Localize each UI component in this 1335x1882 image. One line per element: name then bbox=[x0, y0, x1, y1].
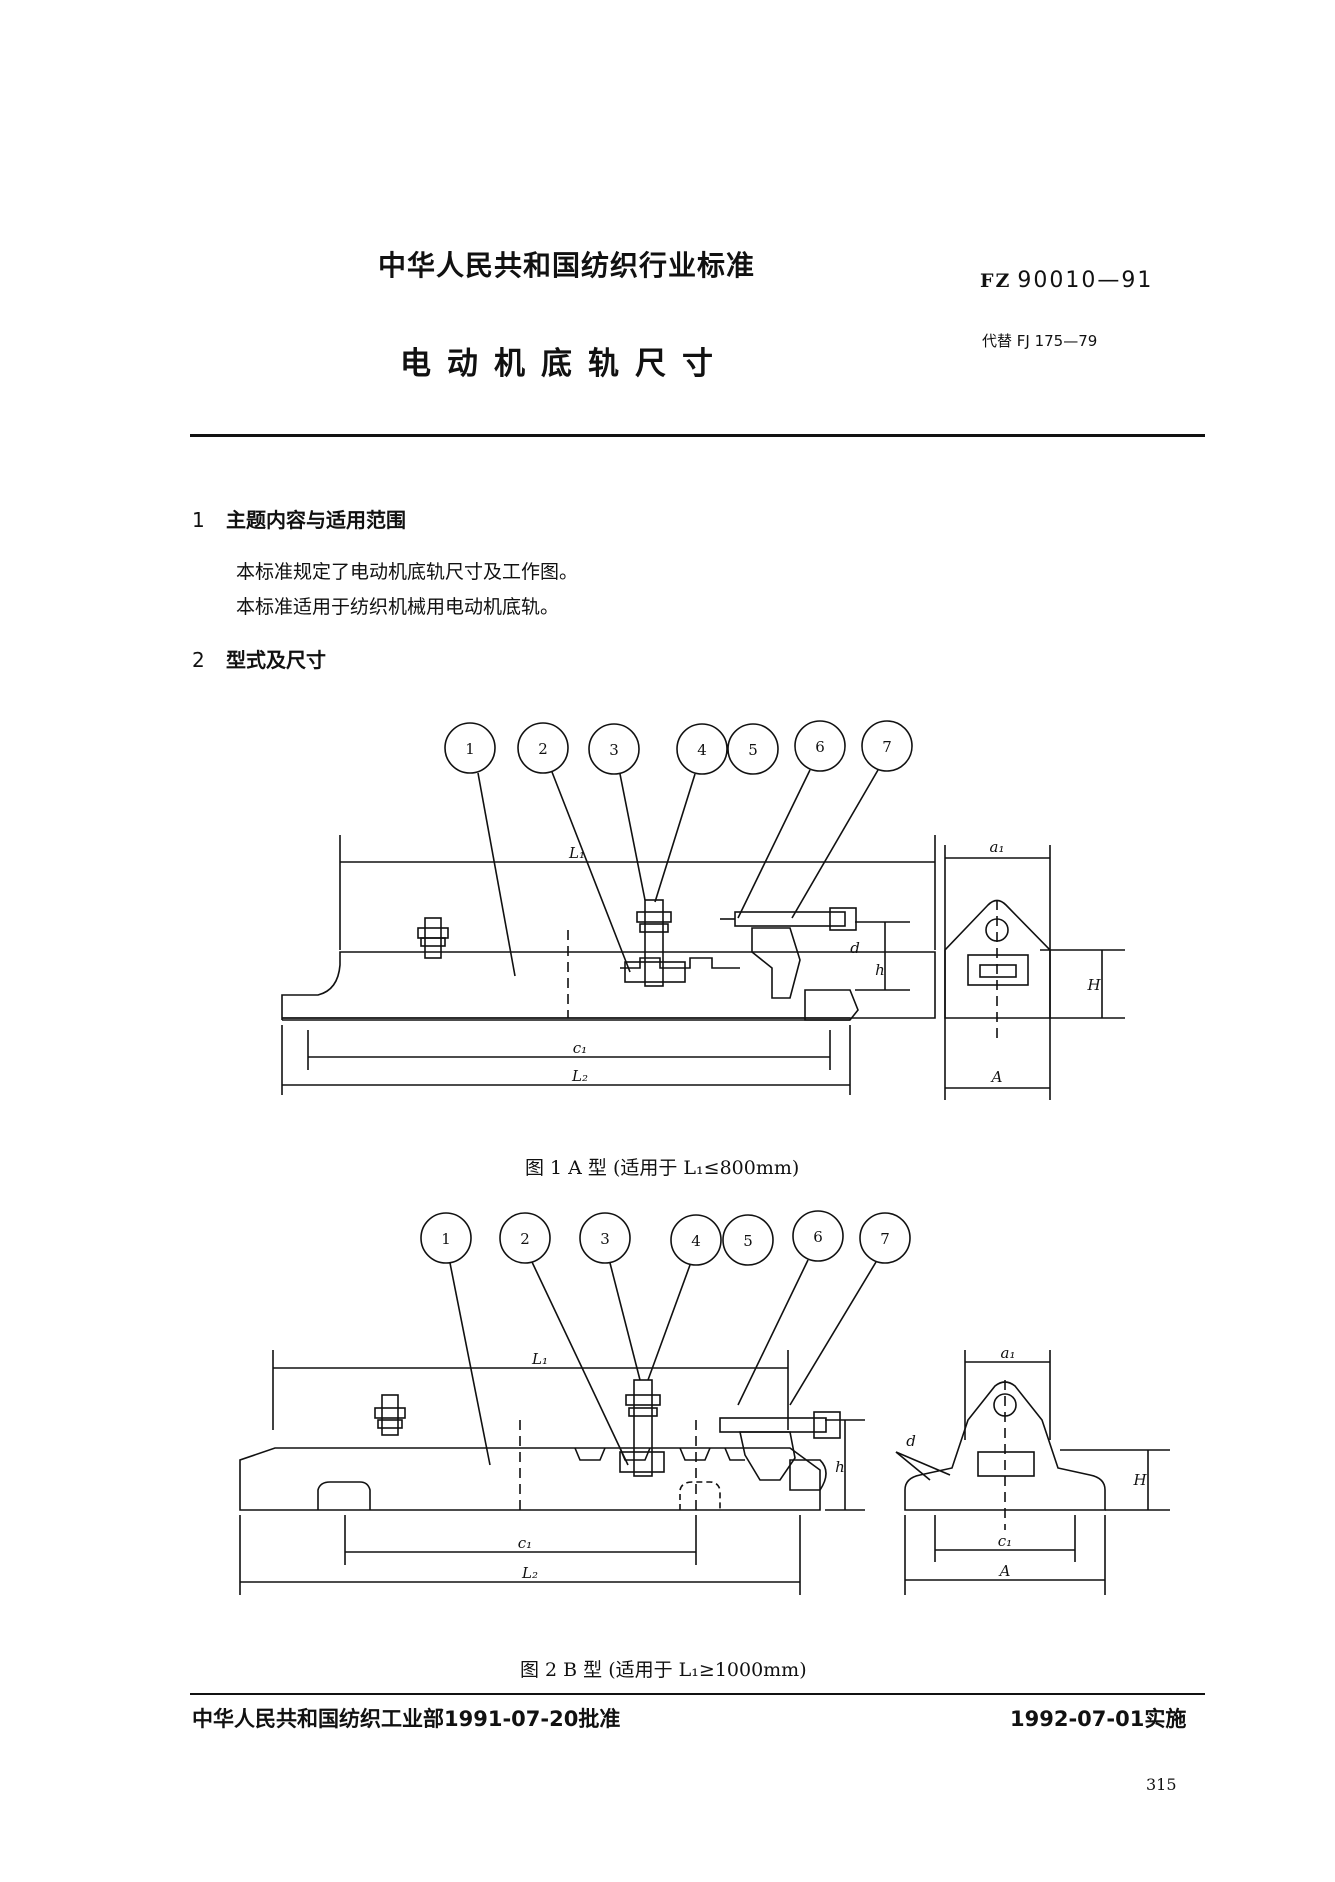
end-view-profile bbox=[944, 899, 1051, 1019]
footer-rule bbox=[190, 1693, 1205, 1695]
callout-7: 7 bbox=[880, 1230, 890, 1248]
section-2-title: 型式及尺寸 bbox=[226, 648, 326, 672]
callout-5: 5 bbox=[743, 1232, 753, 1250]
rail-side-profile bbox=[239, 1447, 821, 1511]
dim-A: A bbox=[990, 1068, 1003, 1086]
standard-code-number: 90010—91 bbox=[1017, 268, 1154, 293]
clamp-piece bbox=[739, 1431, 796, 1481]
callout-7: 7 bbox=[882, 738, 892, 756]
callout-circle-2 bbox=[499, 1212, 551, 1264]
dim-H: H bbox=[1132, 1471, 1147, 1489]
callout-circle-4 bbox=[676, 723, 728, 775]
clamp-piece bbox=[751, 927, 801, 999]
dim-d: d bbox=[906, 1432, 916, 1450]
dim-c1: c₁ bbox=[573, 1039, 587, 1057]
dim-h: h bbox=[835, 1458, 845, 1476]
dim-L2: L₂ bbox=[521, 1564, 538, 1582]
rail-foot bbox=[789, 1459, 827, 1491]
approval-note: 中华人民共和国纺织工业部1991-07-20批准 bbox=[192, 1707, 621, 1731]
dim-c1-end: c₁ bbox=[998, 1532, 1012, 1550]
leader-4 bbox=[647, 1264, 691, 1381]
paragraph-1: 本标准规定了电动机底轨尺寸及工作图。 bbox=[236, 561, 579, 583]
leader-1 bbox=[477, 772, 516, 977]
dim-L1: L₁ bbox=[531, 1350, 548, 1368]
figure-1-drawing: 1 2 3 4 5 6 7 L₁ c₁ L₂ d h a₁ H A bbox=[281, 720, 1125, 1100]
issuing-organization: 中华人民共和国纺织行业标准 bbox=[378, 249, 756, 282]
leader-7 bbox=[791, 769, 879, 919]
implementation-date: 1992-07-01实施 bbox=[1010, 1707, 1187, 1731]
dim-a1: a₁ bbox=[1001, 1344, 1016, 1362]
callout-1: 1 bbox=[465, 740, 475, 758]
callout-1: 1 bbox=[441, 1230, 451, 1248]
leader-7 bbox=[789, 1261, 877, 1406]
figure-1-caption: 图 1 A 型 (适用于 L₁≤800mm) bbox=[525, 1157, 800, 1179]
callout-6: 6 bbox=[813, 1228, 823, 1246]
document-title: 电动机底轨尺寸 bbox=[400, 346, 729, 382]
header-rule bbox=[190, 434, 1205, 437]
dim-L1: L₁ bbox=[568, 844, 585, 862]
callout-circle-3 bbox=[588, 723, 640, 775]
callout-2: 2 bbox=[520, 1230, 530, 1248]
leader-1 bbox=[449, 1262, 491, 1466]
section-2-heading: 2 型式及尺寸 bbox=[192, 644, 326, 673]
rail-foot bbox=[804, 989, 859, 1021]
callout-circle-5 bbox=[727, 723, 779, 775]
leader-2 bbox=[551, 771, 631, 973]
end-view-profile bbox=[904, 1381, 1106, 1511]
section-1-heading: 1 主题内容与适用范围 bbox=[192, 504, 406, 533]
leader-6 bbox=[737, 769, 811, 919]
leader-4 bbox=[654, 773, 696, 903]
dim-a1: a₁ bbox=[990, 838, 1005, 856]
rail-side-profile bbox=[281, 951, 936, 1020]
leader-6 bbox=[737, 1259, 809, 1406]
callout-circle-1 bbox=[420, 1212, 472, 1264]
callout-circle-5 bbox=[722, 1214, 774, 1266]
figure-2-drawing: 1 2 3 4 5 6 7 L₁ c₁ L₂ h a₁ d H c₁ A bbox=[239, 1210, 1170, 1595]
callout-5: 5 bbox=[748, 741, 758, 759]
callout-circle-6 bbox=[794, 720, 846, 772]
callout-circle-1 bbox=[444, 722, 496, 774]
callout-circle-7 bbox=[859, 1212, 911, 1264]
dim-L2: L₂ bbox=[571, 1067, 588, 1085]
callout-4: 4 bbox=[691, 1232, 701, 1250]
callout-circle-4 bbox=[670, 1214, 722, 1266]
callout-3: 3 bbox=[609, 741, 619, 759]
section-1-title: 主题内容与适用范围 bbox=[226, 508, 406, 532]
leader-3 bbox=[609, 1262, 641, 1381]
dim-c1: c₁ bbox=[518, 1534, 532, 1552]
standard-code-prefix: FZ bbox=[980, 270, 1012, 292]
callout-circle-3 bbox=[579, 1212, 631, 1264]
callout-circle-2 bbox=[517, 722, 569, 774]
callout-4: 4 bbox=[697, 741, 707, 759]
callout-circle-7 bbox=[861, 720, 913, 772]
section-1-number: 1 bbox=[192, 508, 205, 532]
dim-h: h bbox=[875, 961, 885, 979]
section-2-number: 2 bbox=[192, 648, 205, 672]
replaces-note: 代替 FJ 175—79 bbox=[982, 332, 1098, 350]
dim-d: d bbox=[850, 939, 860, 957]
dim-H: H bbox=[1086, 976, 1101, 994]
page-number: 315 bbox=[1146, 1775, 1177, 1794]
leader-2 bbox=[531, 1261, 629, 1466]
callout-3: 3 bbox=[600, 1230, 610, 1248]
dim-A: A bbox=[998, 1562, 1011, 1580]
paragraph-2: 本标准适用于纺织机械用电动机底轨。 bbox=[236, 596, 560, 618]
callout-circle-6 bbox=[792, 1210, 844, 1262]
figure-2-caption: 图 2 B 型 (适用于 L₁≥1000mm) bbox=[520, 1659, 807, 1681]
callout-6: 6 bbox=[815, 738, 825, 756]
leader-3 bbox=[619, 773, 646, 901]
callout-2: 2 bbox=[538, 740, 548, 758]
